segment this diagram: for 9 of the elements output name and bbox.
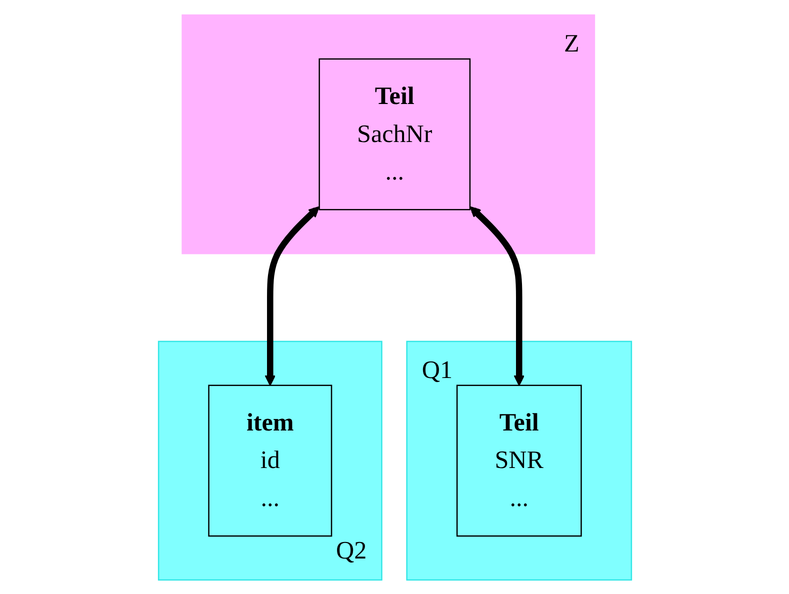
node-box bbox=[456, 384, 582, 536]
diagram: Q2 Q1 Z Teil SachNr ... Teil SNR ... item id ... bbox=[4, 4, 784, 590]
arrow bbox=[264, 206, 319, 386]
cluster bbox=[157, 340, 382, 580]
node-box bbox=[208, 384, 332, 536]
cluster bbox=[181, 14, 595, 254]
arrow bbox=[469, 206, 524, 386]
node-box bbox=[318, 58, 470, 210]
cluster bbox=[406, 340, 632, 580]
